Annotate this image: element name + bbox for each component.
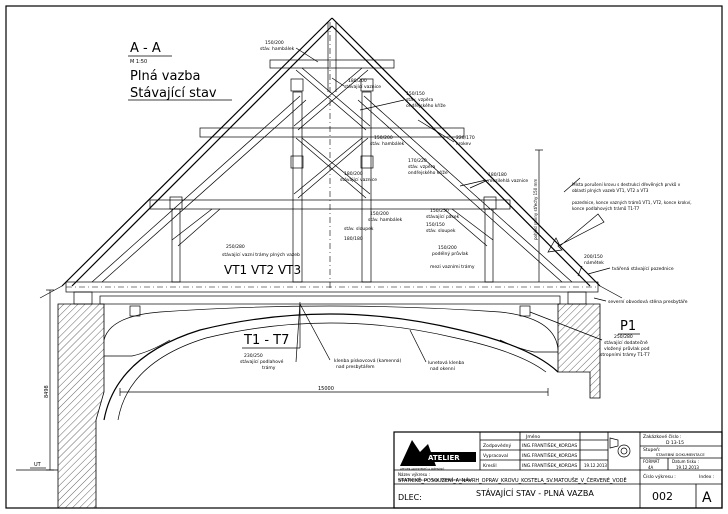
label-podlahove: stávající podlahové bbox=[240, 358, 284, 365]
title-block: ATELIER ATELIER ARCHITEKTŮ A INŽENÝRŮ ww… bbox=[393, 431, 723, 509]
drawing-name: STATICKÉ_POSOUZENÍ_A_NÁVRH_OPRAV_KROVU_K… bbox=[398, 476, 627, 484]
label-podelny: podélný průvlak bbox=[432, 250, 469, 257]
kreslil-date: 19.12.2013 bbox=[584, 463, 607, 468]
label-230-250: 230/250 bbox=[244, 353, 263, 359]
label-vt: VT1 VT2 VT3 bbox=[224, 263, 301, 277]
label-150-250: 150/250 bbox=[430, 208, 449, 214]
nazev-label: Název výkresu : bbox=[398, 472, 430, 477]
label-200-150: 200/150 bbox=[584, 254, 603, 260]
label-vaznice: stávající vaznice bbox=[344, 83, 381, 90]
label-180-200-l: 180/200 bbox=[344, 171, 363, 177]
index-value: A bbox=[702, 490, 712, 506]
drawing-title-1: Plná vazba bbox=[130, 69, 201, 84]
label-180-180-r: 180/180 bbox=[488, 172, 507, 178]
label-stropni: stropními trámy T1-T7 bbox=[600, 351, 650, 358]
drawing-content: STÁVAJÍCÍ STAV - PLNÁ VAZBA bbox=[476, 487, 594, 498]
label-dodatecne: stávající dodatečně bbox=[604, 339, 648, 346]
damage-note-2: oblasti plných vazeb VT1, VT2 a VT3 bbox=[572, 188, 649, 193]
row-label-kreslil: Kreslil bbox=[483, 463, 497, 469]
stupen-label: Stupeň: bbox=[643, 446, 660, 453]
label-150-150b: 150/150 bbox=[426, 222, 445, 228]
zak-cislo-value: D 13-15 bbox=[666, 440, 684, 446]
label-150-150: 150/150 bbox=[406, 91, 425, 97]
row-name-1: ING.FRANTIŠEK_KORDAS bbox=[522, 442, 577, 449]
obsah-label: DLEC: bbox=[398, 493, 422, 502]
section-heading: A - A M 1:50 Plná vazba Stávající stav bbox=[128, 41, 232, 101]
drawing-title-2: Stávající stav bbox=[130, 86, 217, 101]
roof-truss bbox=[39, 17, 623, 317]
damage-arrow bbox=[547, 177, 605, 253]
row-name-2: ING.FRANTIŠEK_KORDAS bbox=[522, 452, 577, 459]
label-klenba-b: nad presbytářem bbox=[336, 363, 375, 370]
datum-value: 19.12.2013 bbox=[676, 465, 699, 470]
label-250-280-r: 250/280 bbox=[614, 334, 633, 340]
company-web: www.atemko.cz • Ing. František Kordas bbox=[398, 477, 472, 482]
company-name: ATELIER bbox=[428, 454, 460, 462]
format-label: FORMÁT bbox=[643, 459, 660, 464]
drawing-number: 002 bbox=[652, 490, 673, 503]
zak-cislo-label: Zakázkové číslo : bbox=[643, 433, 682, 440]
stupen-value: STAVEBNÍ DOKUMENTACE bbox=[656, 452, 705, 457]
cislo-label: Číslo výkresu : bbox=[643, 473, 676, 480]
row-name-3: ING.FRANTIŠEK_KORDAS bbox=[522, 462, 577, 469]
label-hambalek-top: stáv. hambálek bbox=[260, 45, 295, 52]
drawing-scale: M 1:50 bbox=[130, 59, 147, 65]
label-ondrejsky: ondřejského kříže bbox=[406, 102, 446, 109]
label-mezi-vaz: mezi vazními trámy bbox=[430, 263, 475, 270]
row-label-zodpovedny: Zodpovědný bbox=[483, 442, 511, 449]
label-pozednice: tvářená stávající pozednice bbox=[612, 265, 674, 272]
label-pasek: stávající pásek bbox=[426, 213, 460, 220]
dimensions: 15000 8498 UT pohled roviny střechy 150 … bbox=[30, 149, 549, 471]
damage-note-4: konce podlahových trámů T1-T7 bbox=[572, 206, 640, 211]
label-150-200-top: 150/200 bbox=[265, 40, 284, 46]
label-klenba: klenba pískovcová (kamenná) bbox=[334, 357, 402, 364]
format-value: 4A bbox=[648, 465, 654, 470]
label-170-220: 170/220 bbox=[408, 158, 427, 164]
label-150-200-l2: 150/200 bbox=[370, 211, 389, 217]
leader-lines: T1 - T7 VT1 VT2 VT3 P1 bbox=[224, 47, 640, 363]
projection-symbol-icon bbox=[609, 437, 631, 458]
label-lunetova-b: nad okenní bbox=[430, 365, 456, 372]
label-hambalek-mid: stáv. hambálek bbox=[370, 140, 405, 147]
height-dimension: 8498 bbox=[44, 385, 50, 398]
label-t1-t7: T1 - T7 bbox=[243, 333, 289, 348]
label-vzpera: stáv. vzpěra bbox=[406, 96, 434, 103]
label-hambalek-l2: stáv. hambálek bbox=[368, 216, 403, 223]
label-vzpera-2: stáv. vzpěra bbox=[408, 163, 436, 170]
label-sloupek-2: stáv. sloupek bbox=[426, 227, 456, 234]
label-vazni-tramy: stávající vazní trámy plných vazeb bbox=[222, 251, 300, 258]
damage-note-1: Místa porušení krovu s destrukcí dřevěný… bbox=[572, 182, 681, 187]
label-220-170: 220/170 bbox=[456, 135, 475, 141]
label-sloupek: stáv. sloupek bbox=[344, 225, 374, 232]
label-150-200-mid: 150/200 bbox=[374, 135, 393, 141]
index-label: Index : bbox=[699, 474, 714, 480]
label-ondrejsky-2: ondřejského kříže bbox=[408, 169, 448, 176]
span-dimension: 15000 bbox=[318, 386, 334, 392]
company-sub: ATELIER ARCHITEKTŮ A INŽENÝRŮ bbox=[400, 466, 444, 471]
masonry bbox=[16, 303, 601, 509]
section-mark: A - A bbox=[130, 41, 161, 56]
damage-note-3: pozednice, konce vazných trámů VT1, VT2,… bbox=[572, 200, 692, 205]
label-vaznice-l: stávající vaznice bbox=[340, 176, 377, 183]
row-label-vypracoval: Vypracoval bbox=[483, 453, 508, 459]
label-nametek: námětek bbox=[584, 259, 604, 266]
label-180-180-b: 180/180 bbox=[344, 236, 363, 242]
datum-label: Datum tisku : bbox=[672, 459, 699, 464]
ut-mark: UT bbox=[34, 462, 42, 468]
label-obvodova: severní obvodová stěna presbytáře bbox=[608, 298, 688, 305]
label-mezilehla: mezilehlá vaznice bbox=[488, 177, 528, 184]
sheet-border bbox=[5, 5, 723, 509]
label-lunetova: lunetová klenba bbox=[428, 359, 464, 366]
label-vlozeny: vložený průvlak pod bbox=[604, 345, 650, 352]
label-krokev: krokev bbox=[456, 141, 471, 147]
label-tramy: trámy bbox=[262, 364, 276, 371]
label-p1: P1 bbox=[620, 319, 636, 334]
label-250-280: 250/280 bbox=[226, 244, 245, 250]
label-150-200-b: 150/200 bbox=[438, 245, 457, 251]
height-top-dimension: pohled roviny střechy 150 mm bbox=[533, 179, 538, 240]
label-180-200: 180/200 bbox=[348, 78, 367, 84]
member-labels: 150/200 stáv. hambálek 180/200 stávající… bbox=[222, 40, 692, 372]
col-header-jmeno: Jméno bbox=[525, 433, 540, 440]
